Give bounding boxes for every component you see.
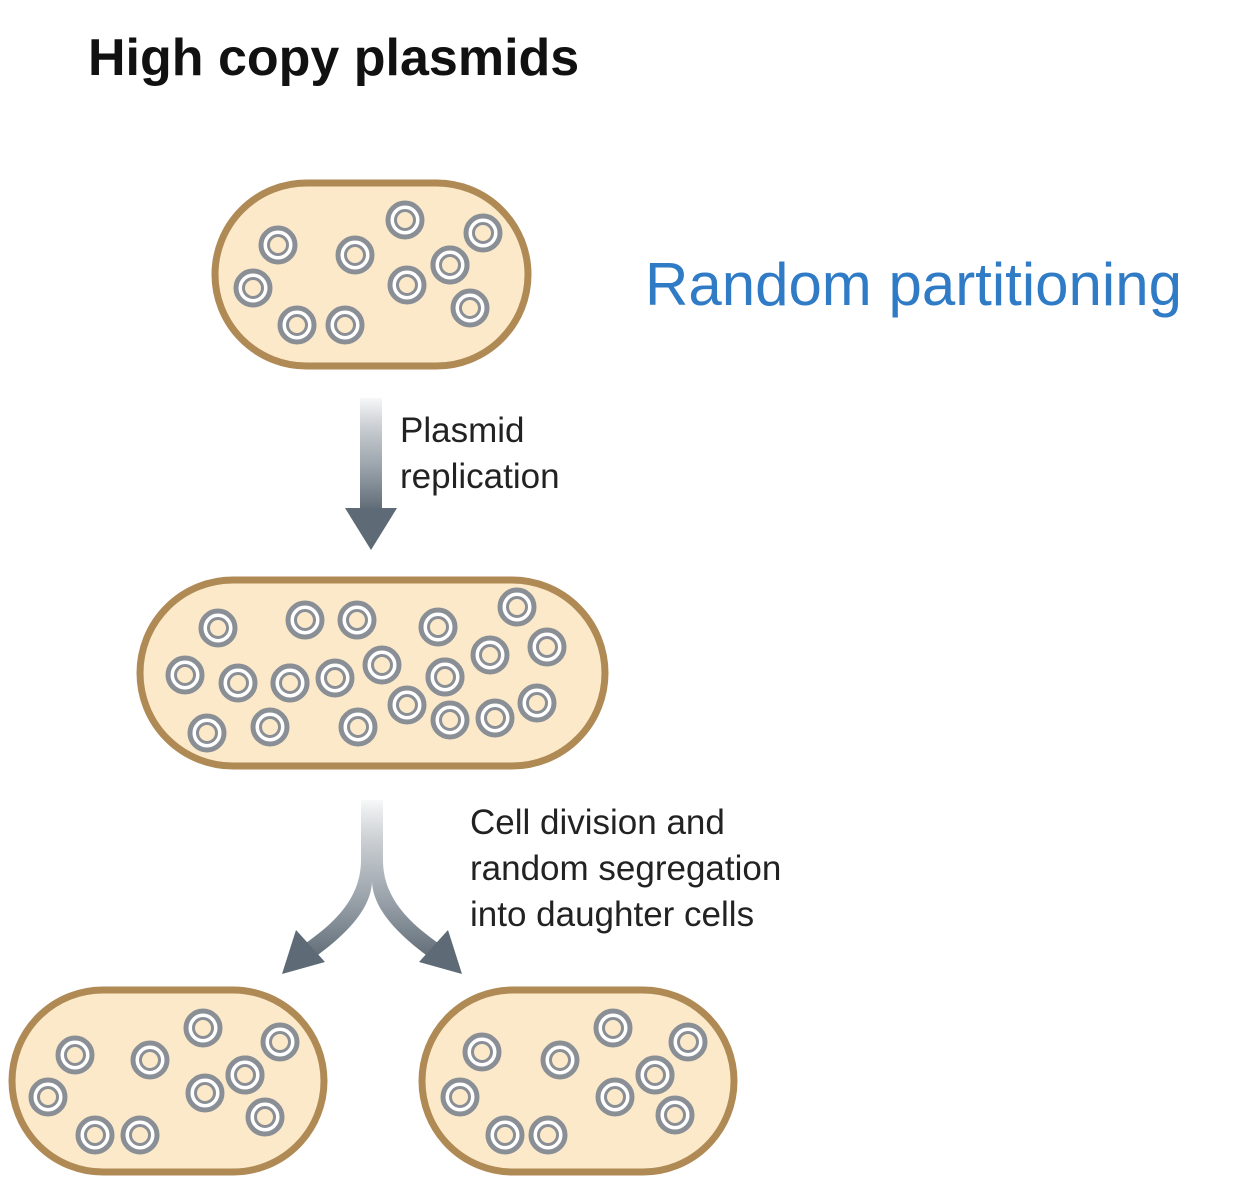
plasmid [440, 1077, 480, 1117]
plasmid [485, 1115, 525, 1155]
partitioning-heading: Random partitioning [645, 251, 1182, 318]
plasmid [185, 1073, 225, 1113]
plasmid [187, 713, 227, 753]
plasmid [595, 1077, 635, 1117]
plasmid [315, 658, 355, 698]
plasmid [233, 268, 273, 308]
division-label-line: random segregation [470, 849, 782, 888]
plasmid [418, 607, 458, 647]
plasmid [655, 1095, 695, 1135]
plasmid [387, 265, 427, 305]
plasmid [250, 707, 290, 747]
plasmid [430, 245, 470, 285]
plasmid [277, 305, 317, 345]
plasmid [528, 1115, 568, 1155]
plasmid [258, 225, 298, 265]
plasmid [325, 305, 365, 345]
plasmid [635, 1055, 675, 1095]
replication-step-label: Plasmid replication [400, 408, 560, 500]
plasmid [260, 1022, 300, 1062]
plasmid [540, 1040, 580, 1080]
plasmid [387, 685, 427, 725]
diagram-title: High copy plasmids [88, 29, 580, 87]
plasmid [362, 645, 402, 685]
plasmid [218, 663, 258, 703]
plasmid [198, 608, 238, 648]
plasmid [385, 200, 425, 240]
division-step-label: Cell division and random segregation int… [470, 800, 781, 938]
plasmid [517, 683, 557, 723]
plasmid [337, 600, 377, 640]
plasmid [183, 1008, 223, 1048]
plasmid [225, 1055, 265, 1095]
plasmid [55, 1035, 95, 1075]
division-label-line: into daughter cells [470, 895, 755, 934]
plasmid [165, 655, 205, 695]
plasmid [75, 1115, 115, 1155]
plasmid [425, 657, 465, 697]
plasmid [475, 698, 515, 738]
daughter-cell-right [418, 986, 738, 1176]
plasmid [470, 635, 510, 675]
plasmid [593, 1008, 633, 1048]
replication-label-line: Plasmid [400, 411, 525, 450]
plasmid [462, 1032, 502, 1072]
plasmid [335, 235, 375, 275]
replicated-cell [136, 576, 609, 770]
plasmid [450, 288, 490, 328]
plasmid [430, 700, 470, 740]
plasmid [497, 587, 537, 627]
plasmid [270, 663, 310, 703]
plasmid [463, 213, 503, 253]
plasmid [245, 1097, 285, 1137]
plasmid [120, 1115, 160, 1155]
daughter-cell-left [8, 986, 328, 1176]
plasmid [338, 707, 378, 747]
plasmid [28, 1077, 68, 1117]
plasmid [130, 1040, 170, 1080]
replication-label-line: replication [400, 457, 560, 496]
plasmid [527, 627, 567, 667]
division-fork-arrow [282, 800, 462, 974]
plasmid [668, 1022, 708, 1062]
replication-arrow [345, 398, 397, 550]
parent-cell [211, 179, 532, 370]
division-label-line: Cell division and [470, 803, 725, 842]
plasmid [285, 600, 325, 640]
